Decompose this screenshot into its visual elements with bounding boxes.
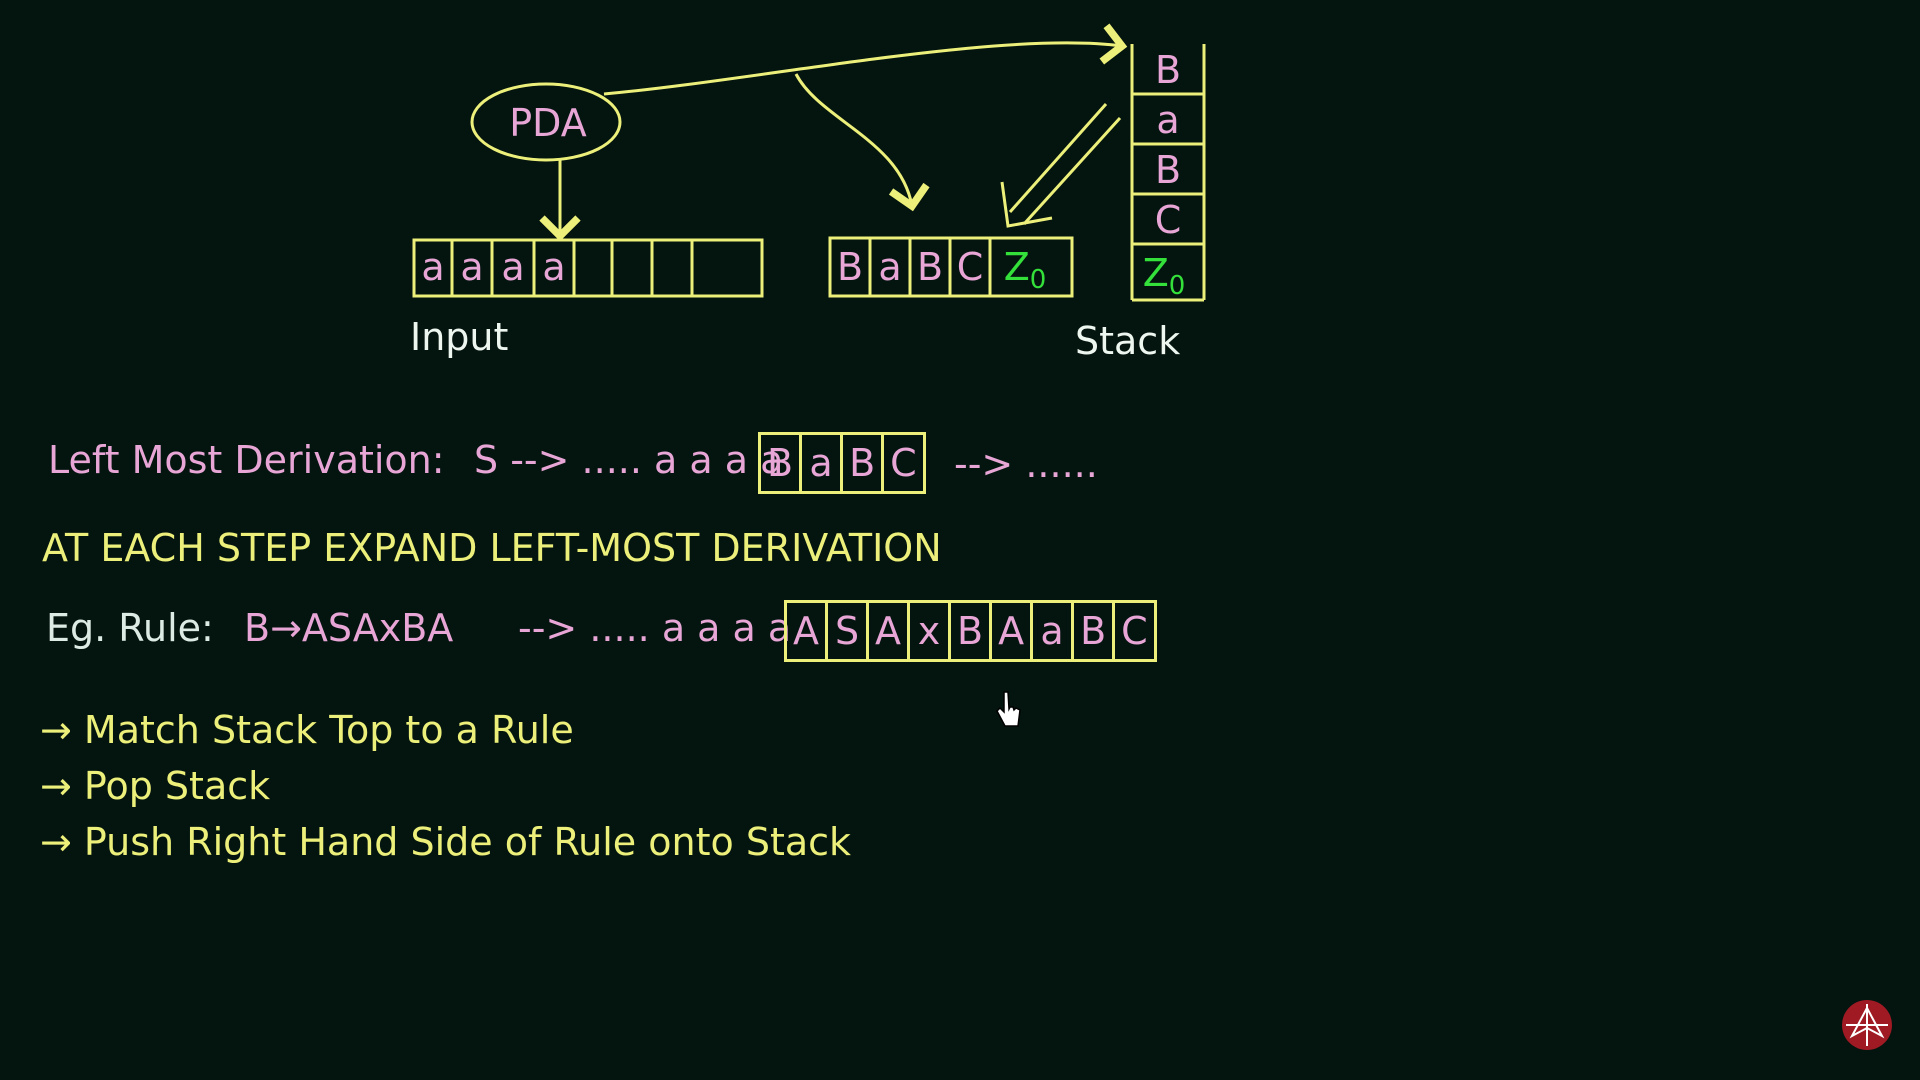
example-cell: B <box>1074 603 1116 659</box>
stack-h-cell: C <box>957 245 984 289</box>
input-cell: a <box>421 245 444 289</box>
example-label: Eg. Rule: <box>46 606 214 650</box>
example-cell: S <box>828 603 869 659</box>
input-cell: a <box>501 245 524 289</box>
step-item: → Push Right Hand Side of Rule onto Stac… <box>40 820 852 864</box>
stack-h-cell: B <box>837 245 863 289</box>
step-item: → Pop Stack <box>40 764 271 808</box>
rotate-stack-arrow <box>1000 103 1122 228</box>
step-item: → Match Stack Top to a Rule <box>40 708 574 752</box>
stack-v-cell: Z0 <box>1143 251 1186 301</box>
stack-h-cell: B <box>917 245 943 289</box>
derivation-cell: B <box>761 435 803 491</box>
derivation-prefix: S --> ..... a a a a <box>474 438 784 482</box>
pda-ellipse <box>470 82 622 162</box>
example-prefix: --> ..... a a a a <box>518 606 792 650</box>
stack-v-cell: a <box>1156 98 1179 142</box>
curve-down-arrow <box>794 73 930 212</box>
stack-v-cell: B <box>1155 148 1181 192</box>
stack-v-cell: C <box>1155 198 1182 242</box>
input-label: Input <box>410 315 508 359</box>
derivation-suffix: --> ...... <box>954 442 1098 486</box>
heading: AT EACH STEP EXPAND LEFT-MOST DERIVATION <box>42 526 942 570</box>
example-cell: B <box>951 603 993 659</box>
example-cell: C <box>1121 609 1148 653</box>
stack-h-cell: a <box>878 245 901 289</box>
example-cell: a <box>1033 603 1075 659</box>
channel-logo-icon <box>1842 1000 1892 1050</box>
example-cell: A <box>787 603 828 659</box>
stack-label: Stack <box>1075 319 1180 363</box>
input-cell: a <box>460 245 483 289</box>
pda-label: PDA <box>509 101 587 145</box>
example-cell: A <box>992 603 1034 659</box>
derivation-label: Left Most Derivation: <box>48 438 445 482</box>
derivation-cell: B <box>843 435 885 491</box>
stack-v-cell: B <box>1155 48 1181 92</box>
stack-h-cell: Z0 <box>1004 245 1047 295</box>
derivation-cell: a <box>802 435 844 491</box>
pda-to-stack-arrow <box>603 23 1128 96</box>
example-rule: B→ASAxBA <box>244 606 454 650</box>
hand-cursor-icon <box>996 691 1021 727</box>
derivation-cell: C <box>890 441 917 485</box>
input-cell: a <box>542 245 565 289</box>
example-cell: A <box>869 603 910 659</box>
example-cell: x <box>910 603 951 659</box>
